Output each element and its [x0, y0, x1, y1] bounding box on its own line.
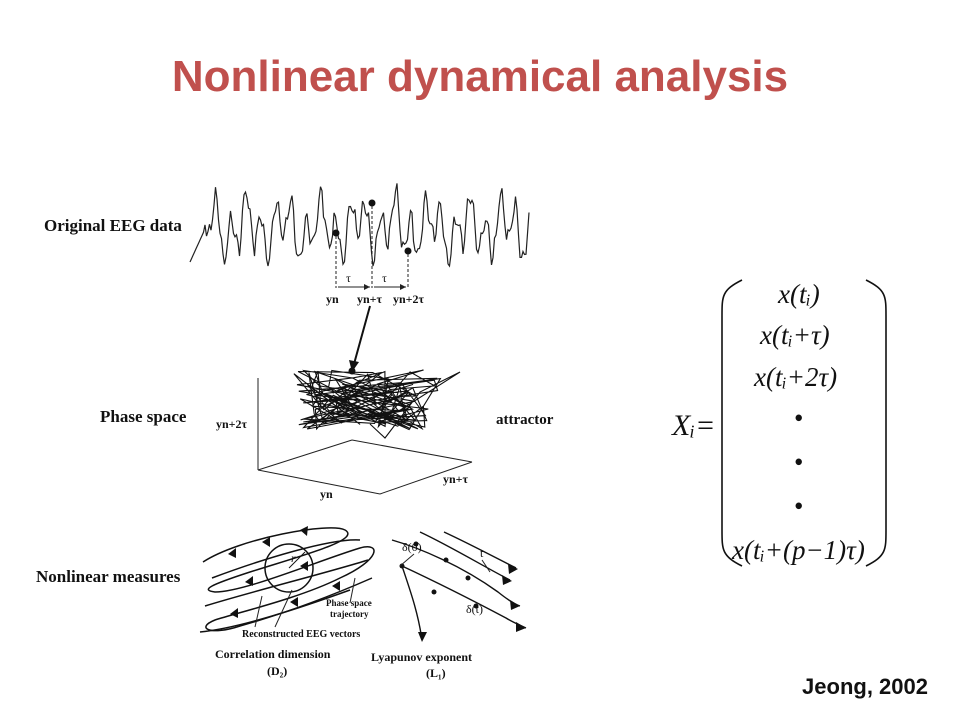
formula-dot-1: • [794, 403, 804, 433]
axis-label-depth: yn [320, 487, 333, 501]
correlation-dimension-label: Correlation dimension [215, 647, 331, 661]
delay-arrowhead-1 [364, 284, 370, 290]
label-yn-2tau: yn+2τ [393, 292, 425, 306]
correlation-dimension-symbol: (D₂) [267, 664, 288, 678]
lyapunov-exponent-label: Lyapunov exponent [371, 650, 473, 664]
sample-point-yn-2tau [404, 247, 412, 255]
tau-label-1: τ [346, 271, 351, 285]
formula-row-1: x(tᵢ) [778, 279, 820, 309]
lyapunov-time-pointer [481, 559, 491, 573]
formula-dot-3: • [794, 491, 804, 521]
trajectory-label-1: Phase space [326, 598, 372, 608]
correlation-radius-line [288, 551, 306, 569]
correlation-radius-circle [264, 543, 314, 593]
trajectory-label-2: trajectory [330, 609, 369, 619]
delta-t-label: δ(t) [466, 602, 483, 616]
delta-zero-label: δ(0) [402, 540, 422, 554]
formula-row-2: x(tᵢ+τ) [760, 320, 830, 350]
formula-row-last: x(tᵢ+(p−1)τ) [732, 535, 865, 565]
radius-label: r [291, 551, 296, 565]
sample-point-yn-tau [368, 199, 376, 207]
attractor-trajectory [293, 369, 461, 439]
phase-point [348, 367, 356, 375]
phase-space-label: Phase space [100, 407, 187, 426]
delay-arrowhead-2 [400, 284, 406, 290]
right-bracket [865, 279, 887, 567]
sample-point-yn [332, 229, 340, 237]
lyapunov-delta-pointer [399, 553, 415, 567]
mapping-arrow [353, 305, 371, 365]
label-yn: yn [326, 292, 339, 306]
lyapunov-arrows [418, 564, 526, 642]
reconstructed-vector-pointers [254, 577, 356, 628]
correlation-trajectories [199, 527, 375, 633]
lyapunov-exponent-symbol: (L₁) [426, 666, 446, 680]
formula-row-3: x(tᵢ+2τ) [754, 362, 838, 392]
slide-title: Nonlinear dynamical analysis [171, 52, 789, 101]
attractor-label: attractor [496, 412, 554, 428]
phase-space-axes [257, 378, 473, 495]
formula-lhs: Xᵢ= [672, 409, 716, 442]
correlation-arrows [228, 526, 340, 618]
axis-label-horizontal: yn+τ [443, 472, 469, 486]
original-eeg-label: Original EEG data [44, 216, 182, 235]
tau-label-2: τ [382, 271, 387, 285]
eeg-signal-trace [189, 183, 530, 268]
formula-dot-2: • [794, 447, 804, 477]
reconstructed-vectors-label: Reconstructed EEG vectors [242, 629, 361, 640]
citation-credit: Jeong, 2002 [802, 674, 928, 699]
label-yn-tau: yn+τ [357, 292, 383, 306]
nonlinear-measures-label: Nonlinear measures [36, 567, 181, 586]
axis-label-vertical: yn+2τ [216, 417, 248, 431]
time-label: t [480, 546, 484, 560]
left-bracket [721, 279, 743, 567]
